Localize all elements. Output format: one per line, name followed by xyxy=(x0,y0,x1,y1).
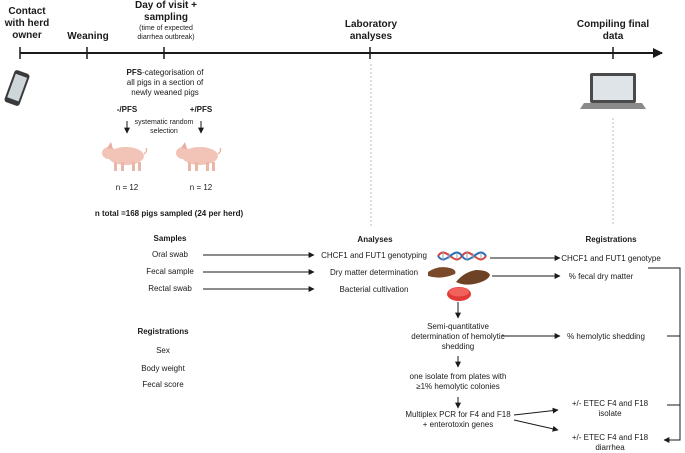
semi-line: determination of hemolytic xyxy=(411,332,505,341)
feces-icon xyxy=(428,267,490,285)
timeline-label-line: Compiling final xyxy=(576,19,650,30)
timeline-label-line: Day of visit + xyxy=(135,0,197,11)
timeline-label-line: analyses xyxy=(349,31,393,42)
samples-title: Samples xyxy=(153,234,187,243)
pfs-line3: newly weaned pigs xyxy=(131,88,199,97)
timeline-label-line: data xyxy=(602,31,624,42)
pfs-rest: -categorisation of xyxy=(142,68,204,77)
n-pos-label: n = 12 xyxy=(189,183,213,192)
etec-isolate-line: +/- ETEC F4 and F18 xyxy=(571,399,649,408)
selection-line: selection xyxy=(150,127,178,135)
pfs-line1: PFS-categorisation of xyxy=(110,68,220,78)
piglet-icon xyxy=(176,142,222,171)
etec-diarrhea-line: diarrhea xyxy=(595,443,625,452)
pcr-line: Multiplex PCR for F4 and F18 xyxy=(405,410,511,419)
semi-quantitative-text: Semi-quantitative determination of hemol… xyxy=(398,322,518,352)
analysis-genotyping: CHCF1 and FUT1 genotyping xyxy=(321,251,427,260)
group-pos-label: +/PFS xyxy=(189,105,213,114)
analysis-dry-matter: Dry matter determination xyxy=(329,268,419,277)
etec-isolate-line: isolate xyxy=(598,409,622,418)
piglet-icon xyxy=(102,142,148,171)
semi-line: Semi-quantitative xyxy=(427,322,489,331)
selection-text: systematic random selection xyxy=(134,119,194,136)
phone-icon xyxy=(4,70,30,106)
timeline-label-line: Contact xyxy=(8,6,46,17)
registration-sex: Sex xyxy=(156,346,170,355)
analyses-title: Analyses xyxy=(357,235,393,244)
registration-genotype: CHCF1 and FUT1 genotype xyxy=(561,254,661,263)
n-neg-label: n = 12 xyxy=(115,183,139,192)
timeline-sublabel-line: diarrhea outbreak) xyxy=(137,33,195,41)
semi-line: shedding xyxy=(441,342,475,351)
petri-dish-icon xyxy=(447,287,471,301)
timeline-label-line: with herd xyxy=(4,18,50,29)
right-bracket xyxy=(648,267,681,443)
etec-diarrhea-line: +/- ETEC F4 and F18 xyxy=(571,433,649,442)
registration-dry-matter: % fecal dry matter xyxy=(568,272,634,281)
laptop-icon xyxy=(580,73,646,109)
timeline-label-contact: Contact with herd owner xyxy=(2,6,52,42)
timeline-label-weaning: Weaning xyxy=(62,31,114,43)
timeline-ticks xyxy=(19,47,614,59)
timeline-label-line: owner xyxy=(12,30,42,41)
timeline-label-line: Weaning xyxy=(67,31,109,42)
timeline-sublabel-line: (time of expected xyxy=(139,25,193,32)
registration-fecal-score: Fecal score xyxy=(142,380,184,389)
sample-oral: Oral swab xyxy=(151,250,188,259)
registration-etec-isolate: +/- ETEC F4 and F18 isolate xyxy=(560,399,660,419)
pfs-categorisation-text: PFS-categorisation of all pigs in a sect… xyxy=(110,68,220,98)
registrations-left-title: Registrations xyxy=(137,327,189,336)
timeline-label-line: sampling xyxy=(144,12,188,23)
pcr-line: + enterotoxin genes xyxy=(422,420,494,429)
pfs-abbrev: PFS xyxy=(126,68,143,77)
registration-body-weight: Body weight xyxy=(141,364,185,373)
isolate-text: one isolate from plates with ≥1% hemolyt… xyxy=(398,372,518,392)
isolate-line: one isolate from plates with xyxy=(409,372,507,381)
selection-line: systematic random xyxy=(134,119,194,126)
registrations-right-title: Registrations xyxy=(585,235,637,244)
isolate-line: ≥1% hemolytic colonies xyxy=(416,382,500,391)
timeline-label-lab: Laboratory analyses xyxy=(340,19,402,43)
timeline-label-final: Compiling final data xyxy=(568,19,658,43)
sample-rectal: Rectal swab xyxy=(148,284,192,293)
pfs-line2: all pigs in a section of xyxy=(126,78,204,87)
arrow-pcr-isolate xyxy=(513,407,559,416)
n-total-label: n total =168 pigs sampled (24 per herd) xyxy=(94,209,244,218)
timeline-label-visit: Day of visit + sampling xyxy=(126,0,206,24)
analysis-cultivation: Bacterial cultivation xyxy=(339,285,409,294)
sample-fecal: Fecal sample xyxy=(146,267,194,276)
bracket-ticks xyxy=(667,335,680,406)
timeline-sublabel-visit: (time of expected diarrhea outbreak) xyxy=(126,25,206,42)
group-neg-label: -/PFS xyxy=(116,105,138,114)
arrow-pcr-diarrhea xyxy=(513,419,559,432)
dna-icon xyxy=(437,251,487,261)
registration-etec-diarrhea: +/- ETEC F4 and F18 diarrhea xyxy=(560,433,660,453)
pcr-text: Multiplex PCR for F4 and F18 + enterotox… xyxy=(398,410,518,430)
timeline-label-line: Laboratory xyxy=(344,19,398,30)
registration-hemolytic: % hemolytic shedding xyxy=(567,332,645,341)
